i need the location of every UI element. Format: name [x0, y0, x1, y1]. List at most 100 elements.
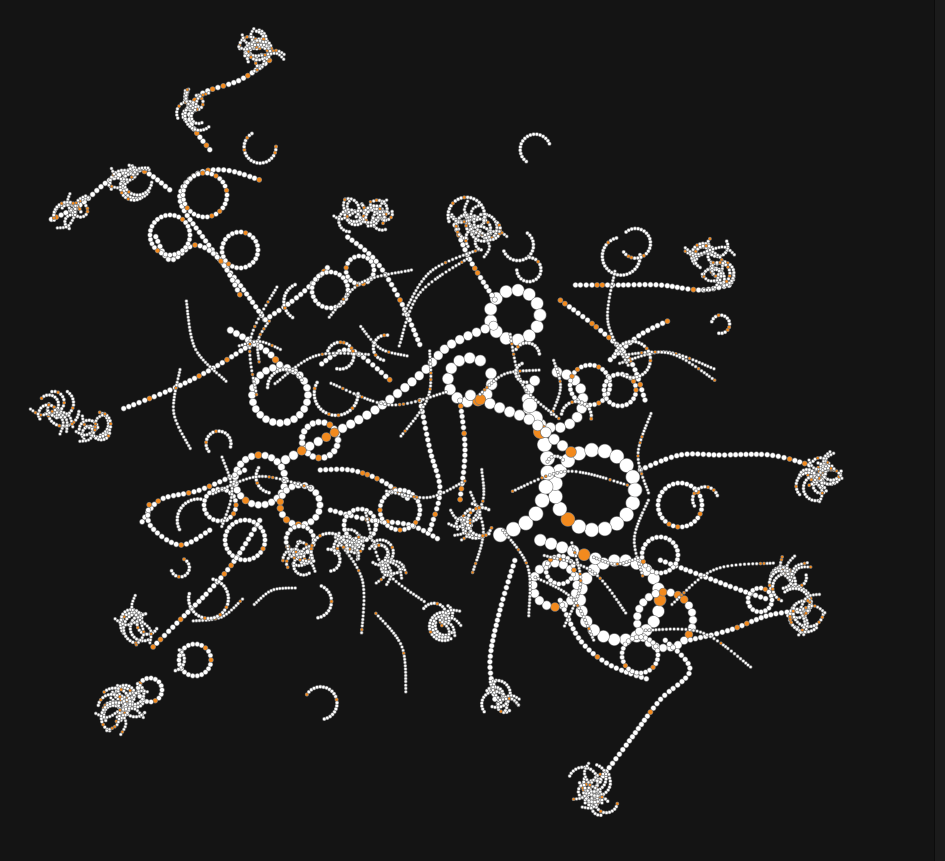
graph-node	[201, 358, 205, 362]
graph-node	[512, 356, 517, 360]
highlighted-node	[221, 571, 228, 577]
graph-node	[715, 260, 719, 265]
graph-node	[702, 287, 706, 292]
graph-node	[457, 232, 462, 237]
graph-node	[527, 610, 531, 615]
graph-node	[622, 641, 629, 648]
graph-node	[781, 454, 787, 461]
graph-node	[243, 291, 250, 297]
graph-node	[234, 286, 241, 293]
graph-node	[78, 439, 82, 444]
highlighted-node	[560, 512, 576, 527]
graph-node	[723, 644, 728, 649]
graph-node	[347, 553, 352, 558]
graph-node	[428, 384, 433, 388]
graph-node	[502, 372, 507, 376]
graph-node	[220, 179, 226, 185]
graph-node	[240, 597, 245, 601]
graph-node	[578, 585, 582, 590]
graph-node	[505, 371, 510, 375]
graph-node	[699, 502, 705, 508]
graph-node	[300, 404, 309, 414]
graph-node	[796, 459, 803, 465]
graph-node	[407, 376, 417, 387]
graph-node	[132, 620, 137, 625]
graph-node	[315, 301, 322, 307]
graph-node	[408, 494, 413, 499]
graph-node	[366, 209, 371, 214]
highlighted-node	[429, 371, 433, 375]
graph-node	[201, 502, 207, 508]
graph-node	[660, 627, 665, 632]
graph-node	[393, 633, 398, 638]
graph-node	[246, 232, 253, 238]
graph-node	[684, 358, 689, 363]
graph-node	[691, 518, 698, 524]
graph-node	[566, 593, 571, 597]
graph-node	[578, 639, 585, 645]
graph-node	[687, 637, 694, 643]
graph-node	[248, 353, 252, 358]
highlighted-node	[397, 297, 403, 303]
graph-node	[510, 345, 515, 350]
graph-node	[456, 220, 461, 225]
graph-node	[607, 776, 612, 780]
graph-node	[778, 610, 785, 616]
graph-node	[721, 452, 728, 458]
highlighted-node	[801, 460, 808, 467]
graph-node	[84, 212, 89, 217]
graph-node	[748, 618, 755, 625]
graph-node	[145, 517, 152, 524]
graph-node	[644, 713, 651, 719]
highlighted-node	[428, 377, 433, 382]
graph-node	[577, 606, 582, 611]
graph-node	[415, 285, 420, 290]
graph-node	[591, 555, 596, 560]
graph-node	[358, 215, 363, 220]
graph-node	[180, 432, 184, 436]
graph-node	[828, 478, 833, 483]
graph-node	[528, 393, 533, 397]
graph-node	[636, 461, 641, 465]
graph-node	[322, 466, 329, 473]
graph-node	[354, 468, 361, 475]
graph-node	[831, 451, 836, 456]
graph-node	[62, 397, 66, 402]
graph-node	[64, 417, 69, 422]
graph-node	[522, 329, 536, 343]
graph-node	[293, 365, 298, 369]
graph-node	[571, 411, 583, 423]
graph-node	[350, 287, 355, 292]
graph-node	[819, 480, 824, 485]
graph-node	[804, 478, 809, 482]
graph-node	[620, 282, 627, 288]
graph-node	[494, 229, 499, 233]
graph-node	[211, 491, 215, 496]
graph-node	[719, 629, 726, 636]
graph-node	[505, 579, 511, 585]
graph-node	[293, 586, 298, 590]
graph-node	[160, 495, 167, 502]
highlighted-node	[341, 545, 346, 550]
graph-node	[570, 625, 576, 632]
graph-node	[534, 595, 545, 606]
graph-node	[805, 560, 810, 565]
graph-node	[465, 199, 470, 203]
graph-node	[590, 650, 597, 657]
graph-node	[361, 543, 366, 548]
graph-node	[636, 355, 641, 359]
graph-node	[670, 564, 676, 570]
graph-node	[631, 281, 637, 288]
graph-node	[379, 267, 386, 273]
graph-node	[421, 495, 426, 500]
graph-node	[375, 274, 380, 279]
graph-node	[366, 334, 371, 339]
graph-node	[608, 662, 615, 669]
graph-node	[544, 406, 548, 411]
highlighted-node	[516, 547, 521, 552]
graph-node	[414, 295, 419, 300]
graph-node	[828, 481, 833, 486]
graph-node	[378, 346, 383, 351]
